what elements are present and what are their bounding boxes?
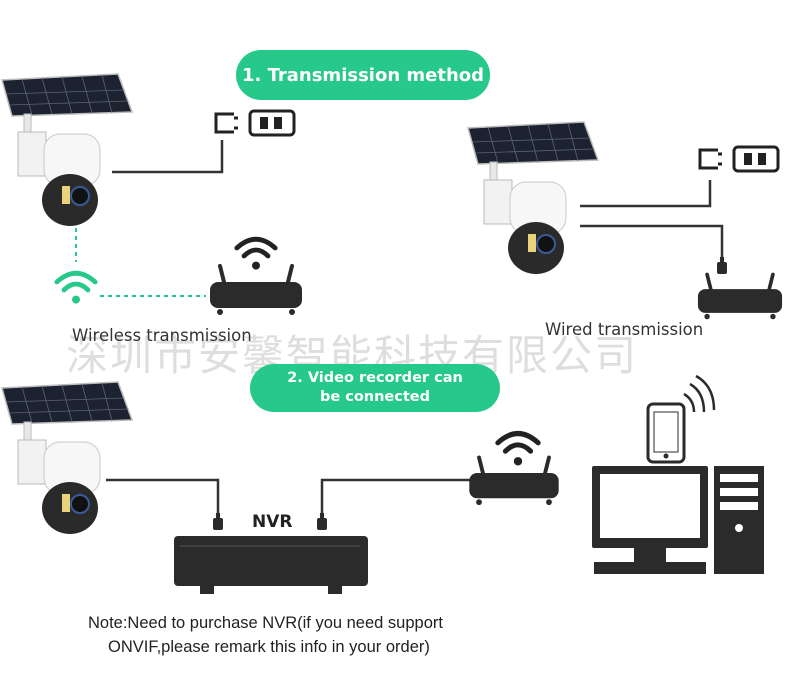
ethernet-plug-icon-nvr [317,513,327,530]
note-line-2: ONVIF,please remark this info in your or… [108,638,430,656]
ethernet-cable-wired [580,224,724,260]
ethernet-plug-icon-camera [213,513,223,530]
wireless-camera-icon [1,73,133,227]
camera-to-nvr-cable [106,478,220,514]
wired-camera-icon [467,121,599,275]
video-recorder-badge: 2. Video recorder can be connected [250,364,500,412]
wireless-transmission-label: Wireless transmission [72,326,252,345]
video-recorder-title-line2: be connected [319,389,431,405]
router-wifi-icon-nvr [498,434,538,466]
ethernet-plug-icon [717,257,727,274]
transmission-method-title: 1. Transmission method [241,64,485,86]
power-cable-wired [580,180,712,208]
monitor-icon [592,466,708,574]
nvr-icon [174,536,368,594]
nvr-label: NVR [252,512,293,532]
router-icon-wired [695,272,785,322]
computer-tower-icon [714,466,764,574]
video-recorder-title-line1: 2. Video recorder can [287,370,463,386]
power-adapter-icon-wired [698,145,780,173]
wired-transmission-label: Wired transmission [545,320,704,339]
router-icon-nvr [469,457,558,505]
router-wifi-icon [237,239,275,269]
router-icon [210,266,302,315]
wifi-icon [57,273,95,303]
note-line-1: Note:Need to purchase NVR(if you need su… [88,614,443,632]
power-adapter-icon [214,109,296,137]
power-cable [112,140,224,174]
transmission-method-badge: 1. Transmission method [236,50,490,100]
smartphone-icon [646,374,716,464]
nvr-to-router-cable [320,478,470,514]
nvr-camera-icon [1,381,133,535]
